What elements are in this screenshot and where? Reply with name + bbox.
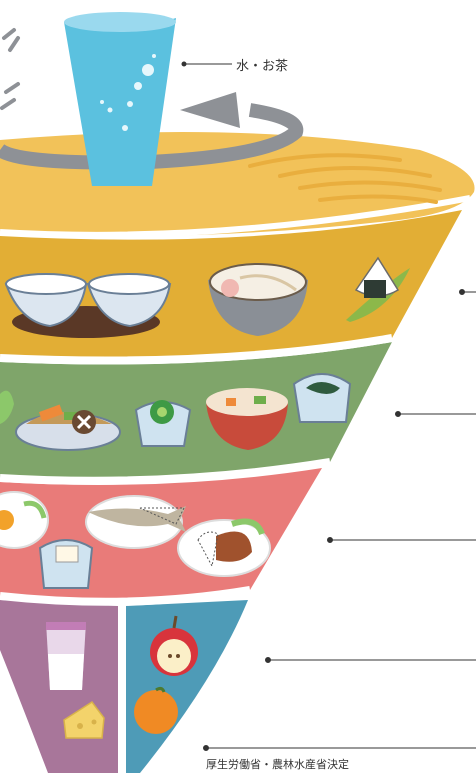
fruit-band — [126, 600, 248, 773]
credit-note: 厚生労働省・農林水産省決定 — [206, 756, 349, 772]
tofu-dish-icon — [40, 540, 92, 588]
motion-lines-icon — [2, 30, 18, 108]
water-tea-label: 水・お茶 — [236, 55, 288, 74]
milk-glass-icon — [46, 622, 86, 690]
vegetable-side-dish-icon — [136, 400, 190, 446]
pickles-dish-icon — [294, 374, 350, 422]
meat-dish-icon — [178, 520, 270, 576]
